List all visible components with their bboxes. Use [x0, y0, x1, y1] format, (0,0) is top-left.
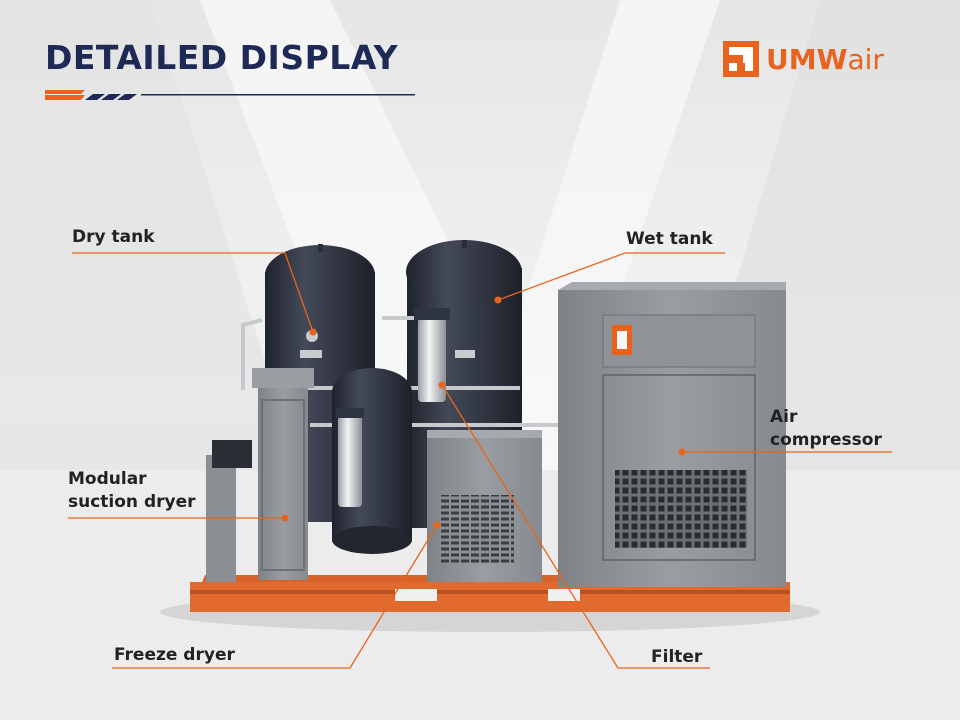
brand-secondary: air: [847, 43, 884, 76]
filter-assembly: [332, 308, 450, 554]
brand-primary: UMW: [766, 43, 848, 76]
label-freeze-dryer: Freeze dryer: [114, 645, 235, 665]
label-filter: Filter: [651, 647, 703, 667]
callout-dots: [281, 296, 686, 529]
filter-leader: [441, 384, 710, 669]
page-title: DETAILED DISPLAY: [45, 38, 399, 77]
freeze-dryer-leader: [112, 524, 438, 669]
background-light-right: [470, 0, 720, 470]
label-dry-tank: Dry tank: [72, 227, 155, 247]
brand-name: UMWair: [766, 43, 884, 76]
label-modular-suction-dryer: Modular suction dryer: [68, 468, 196, 514]
label-modular-dryer-line1: Modular: [68, 469, 147, 489]
label-air-compressor-line1: Air: [770, 407, 798, 427]
label-wet-tank: Wet tank: [626, 229, 713, 249]
dry-tank-leader: [72, 252, 314, 333]
label-air-compressor-line2: compressor: [770, 430, 882, 450]
modular-suction-dryer: [206, 368, 314, 582]
callout-lines: [68, 252, 892, 669]
umw-logo-icon: [723, 41, 759, 77]
background-wall-left: [0, 0, 300, 470]
brand-logo: UMWair: [722, 40, 922, 80]
label-air-compressor: Air compressor: [770, 406, 882, 452]
label-modular-dryer-line2: suction dryer: [68, 492, 196, 512]
air-compressor: [558, 282, 786, 587]
wet-tank-leader: [497, 252, 725, 301]
freeze-dryer: [427, 430, 542, 582]
title-underline: [45, 90, 415, 100]
